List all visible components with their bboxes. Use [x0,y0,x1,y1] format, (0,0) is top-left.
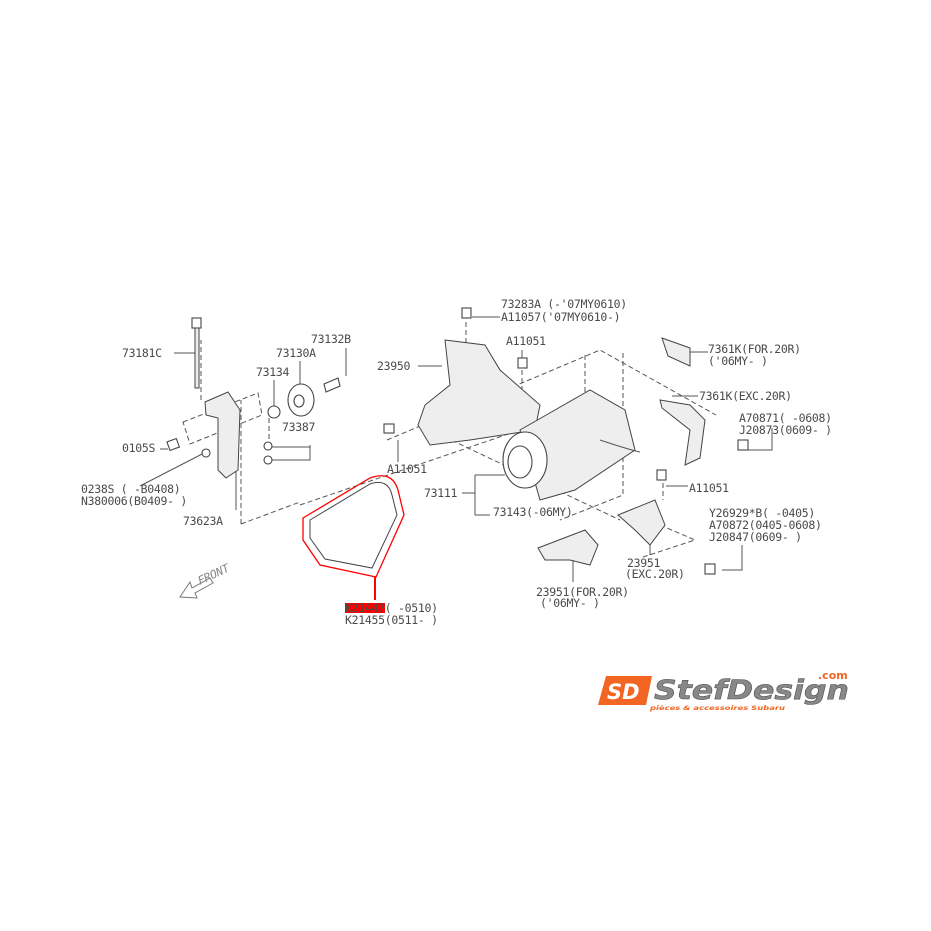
bolt-a11051-left [383,423,395,434]
label-a11051-right: A11051 [689,481,729,495]
label-a11057: A11057('07MY0610-) [501,310,620,324]
label-73130a: 73130A [276,346,316,360]
label-23951-for-2: ('06MY- ) [540,596,600,610]
bolt-73181c [191,317,202,389]
label-73111: 73111 [424,486,457,500]
label-73134: 73134 [256,365,289,379]
logo-badge: SD [607,680,640,704]
part-labels: 73181C 73130A 73132B 73134 23950 73283A … [81,297,832,610]
label-73623a: 73623A [183,514,223,528]
label-23950: 23950 [377,359,410,373]
bolt-73132b [323,377,341,393]
label-7361k-for: 7361K(FOR.20R) [708,342,801,356]
bolt-0105s [166,437,181,452]
bracket-7361k-for [661,337,691,367]
bolt-a70871 [737,439,749,451]
bracket-73623a [204,391,241,479]
label-23951-exc: 23951 [627,556,660,570]
label-n380006: N380006(B0409- ) [81,494,187,508]
label-73181c: 73181C [122,346,162,360]
pulley-73130a [287,383,315,417]
bracket-23951-exc [617,499,666,546]
nut-73387-a [263,441,273,451]
logo-tagline: pièces & accessoires Subaru [649,704,786,712]
bolt-a11057 [461,307,472,319]
label-73143: 73143(-06MY) [493,505,572,519]
label-j20873: J20873(0609- ) [739,423,832,437]
label-y26929: Y26929*B( -0405) [709,506,815,520]
spacer-73134 [267,405,281,419]
label-j20847: J20847(0609- ) [709,530,802,544]
label-7361k-for-2: ('06MY- ) [708,354,768,368]
label-73283a: 73283A (-'07MY0610) [501,297,627,311]
belt-k21447[interactable] [302,475,405,600]
parts [166,307,749,575]
bracket-7361k-exc [659,399,706,466]
label-73387: 73387 [282,420,315,434]
bolt-a11051-top [517,357,528,369]
label-7361k-exc: 7361K(EXC.20R) [699,389,792,403]
bolt-a11051-right [656,469,667,481]
label-a11051-top: A11051 [506,334,546,348]
front-arrow-icon [179,577,214,599]
logo-suffix: .com [818,669,848,682]
bracket-23950 [417,339,541,446]
label-belt-k21447[interactable]: K21447( -0510) [345,601,438,615]
nut-0238s [201,448,211,458]
bolt-j20847 [704,563,716,575]
label-0238s: 0238S ( -B0408) [81,482,180,496]
stefdesign-logo: SD StefDesign .com pièces & accessoires … [598,669,849,712]
belt-label-highlight [345,603,385,613]
label-73132b: 73132B [311,332,351,346]
leader-lines [139,316,773,582]
label-23951-exc-2: (EXC.20R) [625,567,685,581]
compressor-73111 [502,389,641,501]
label-0105s: 0105S [122,441,155,455]
label-23951-for: 23951(FOR.20R) [536,585,629,599]
label-a11051-left: A11051 [387,462,427,476]
label-a70871: A70871( -0608) [739,411,832,425]
label-belt-k21455[interactable]: K21455(0511- ) [345,613,438,627]
nut-73387-b [263,455,273,465]
assembly-dash-lines [182,322,717,559]
label-a70872: A70872(0405-0608) [709,518,822,532]
logo-text: StefDesign [654,675,849,706]
bracket-23951-for [537,529,599,566]
front-label: FRONT [195,560,232,587]
